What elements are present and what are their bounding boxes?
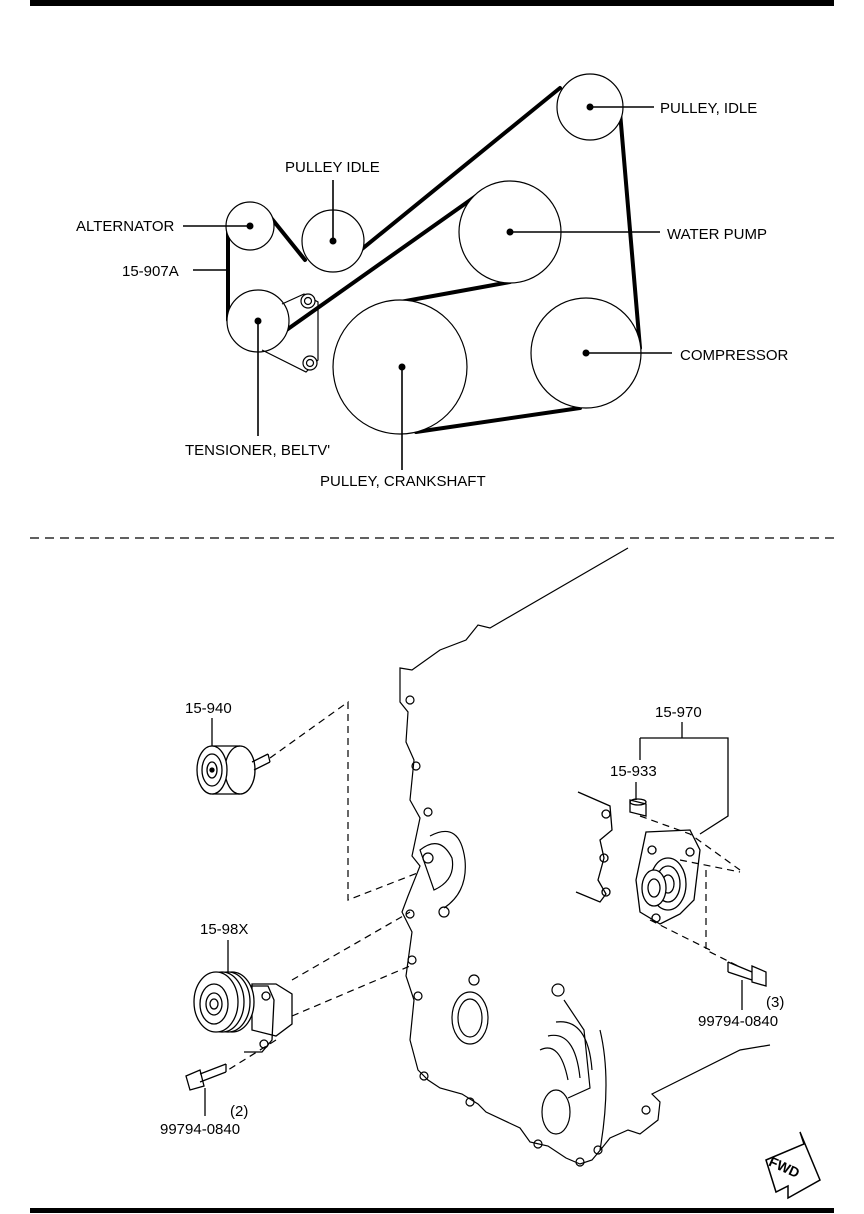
label-bolt-left-part: 99794-0840 xyxy=(160,1121,240,1138)
label-tensioner-assy-part: 15-970 xyxy=(655,704,702,721)
tensioner-assembly-15-970 xyxy=(575,791,701,925)
label-bolt-right-part: 99794-0840 xyxy=(698,1013,778,1030)
alignment-lines xyxy=(227,700,743,1071)
label-bolt-left-qty: (2) xyxy=(230,1103,248,1120)
timing-cover xyxy=(399,547,771,1167)
bottom-border xyxy=(30,1208,834,1213)
parts-diagram: 15-940 15-970 15-933 15-98X (3) 99794-08… xyxy=(160,547,821,1200)
fwd-arrow-icon: FWD xyxy=(765,1131,821,1200)
top-border xyxy=(30,0,834,6)
label-tensioner-pulley-part: 15-98X xyxy=(200,921,248,938)
label-alternator: ALTERNATOR xyxy=(76,218,175,235)
bolt-right xyxy=(727,961,767,987)
label-pulley-idle: PULLEY IDLE xyxy=(285,159,380,176)
bolt-left xyxy=(185,1063,227,1091)
label-tensioner: TENSIONER, BELTV' xyxy=(185,442,330,459)
belt-diagram: PULLEY, IDLE PULLEY IDLE ALTERNATOR 15-9… xyxy=(76,73,789,490)
tensioner-arm xyxy=(261,293,319,373)
label-compressor: COMPRESSOR xyxy=(680,347,789,364)
label-water-pump: WATER PUMP xyxy=(667,226,767,243)
tensioner-pulley-15-98x xyxy=(193,971,293,1053)
label-tensioner-sub-part: 15-933 xyxy=(610,763,657,780)
label-crankshaft: PULLEY, CRANKSHAFT xyxy=(320,473,486,490)
label-belt-part: 15-907A xyxy=(122,263,179,280)
label-bolt-right-qty: (3) xyxy=(766,994,784,1011)
idler-pulley-15-940 xyxy=(196,745,271,795)
label-pulley-idle-top: PULLEY, IDLE xyxy=(660,100,757,117)
label-idler-part: 15-940 xyxy=(185,700,232,717)
